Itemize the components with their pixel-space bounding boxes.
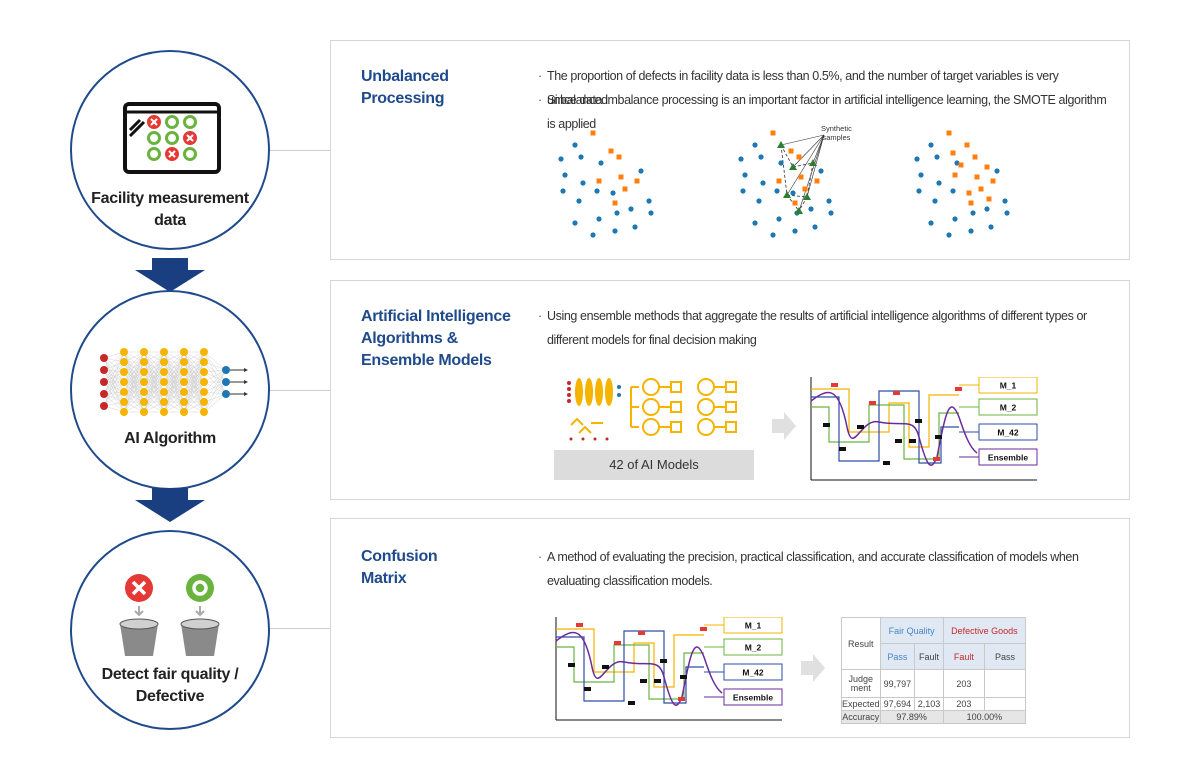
accuracy-fair: 97.89%	[879, 710, 944, 724]
defective-goods-header: Defective Goods	[942, 617, 1027, 644]
step-ai-algorithm: AI Algorithm	[70, 290, 270, 490]
step-label: Detect fair quality / Defective	[101, 666, 239, 705]
right-arrow-icon	[801, 654, 825, 682]
cell	[914, 669, 944, 698]
svg-text:Ensemble: Ensemble	[988, 453, 1028, 463]
connector-line	[270, 150, 330, 151]
ai-models-diagram	[567, 378, 737, 441]
bullet-text: Since data imbalance processing is an im…	[538, 88, 1117, 136]
svg-text:M_42: M_42	[742, 668, 764, 678]
smote-scatter-balanced	[914, 130, 1010, 238]
connector-line	[270, 390, 330, 391]
svg-text:M_1: M_1	[745, 621, 762, 631]
step-label: AI Algorithm	[124, 430, 216, 447]
defect-bins-icon	[119, 574, 220, 656]
panel-title: Confusion Matrix	[361, 548, 438, 587]
cell: 97,694	[879, 697, 916, 711]
bullet-text: Using ensemble methods that aggregate th…	[538, 304, 1117, 352]
svg-text:Ensemble: Ensemble	[733, 693, 773, 703]
expected-label: Expected	[841, 697, 881, 711]
right-arrow-icon	[772, 412, 796, 440]
step-label: Facility measurement data	[91, 190, 249, 229]
panel-confusion-matrix: Confusion Matrix A method of evaluating …	[330, 518, 1130, 738]
cell	[983, 697, 1027, 711]
pass-header: Pass	[983, 643, 1027, 670]
cell: 203	[942, 669, 985, 698]
facility-grid-icon	[123, 102, 221, 174]
panel-title: Artificial Intelligence Algorithms & Ens…	[361, 308, 511, 369]
fair-quality-header: Fair Quality	[879, 617, 944, 644]
down-arrow-icon	[135, 488, 205, 522]
step-detect-quality: Detect fair quality / Defective	[70, 530, 270, 730]
svg-text:M_2: M_2	[1000, 403, 1017, 413]
svg-text:M_42: M_42	[997, 428, 1019, 438]
down-arrow-icon	[135, 258, 205, 292]
step-facility-data: Facility measurement data	[70, 50, 270, 250]
pass-header: Pass	[879, 643, 916, 670]
cell: 2,103	[914, 697, 944, 711]
svg-text:M_2: M_2	[745, 643, 762, 653]
accuracy-defective: 100.00%	[942, 710, 1027, 724]
cell: 99,797	[879, 669, 916, 698]
connector-line	[270, 628, 330, 629]
smote-scatter-original	[558, 130, 654, 238]
smote-scatter-synthetic	[738, 130, 834, 238]
result-header: Result	[841, 617, 881, 670]
models-count-label: 42 of AI Models	[554, 450, 754, 480]
synthetic-samples-label: Synthetic samples	[821, 124, 852, 142]
neural-network-icon	[100, 348, 248, 416]
panel-ai-ensemble: Artificial Intelligence Algorithms & Ens…	[330, 280, 1130, 500]
panel-title: Unbalanced Processing	[361, 68, 449, 107]
fault-header: Fault	[914, 643, 944, 670]
bullet-text: A method of evaluating the precision, pr…	[538, 545, 1117, 593]
cell	[983, 669, 1027, 698]
accuracy-label: Accuracy	[841, 710, 881, 724]
confusion-matrix-table: Result Fair Quality Defective Goods Pass…	[841, 617, 1027, 724]
fault-header: Fault	[942, 643, 985, 670]
judgement-label: Judge ment	[841, 669, 881, 698]
cell: 203	[942, 697, 985, 711]
svg-text:M_1: M_1	[1000, 381, 1017, 391]
panel-unbalanced: Unbalanced Processing The proportion of …	[330, 40, 1130, 260]
